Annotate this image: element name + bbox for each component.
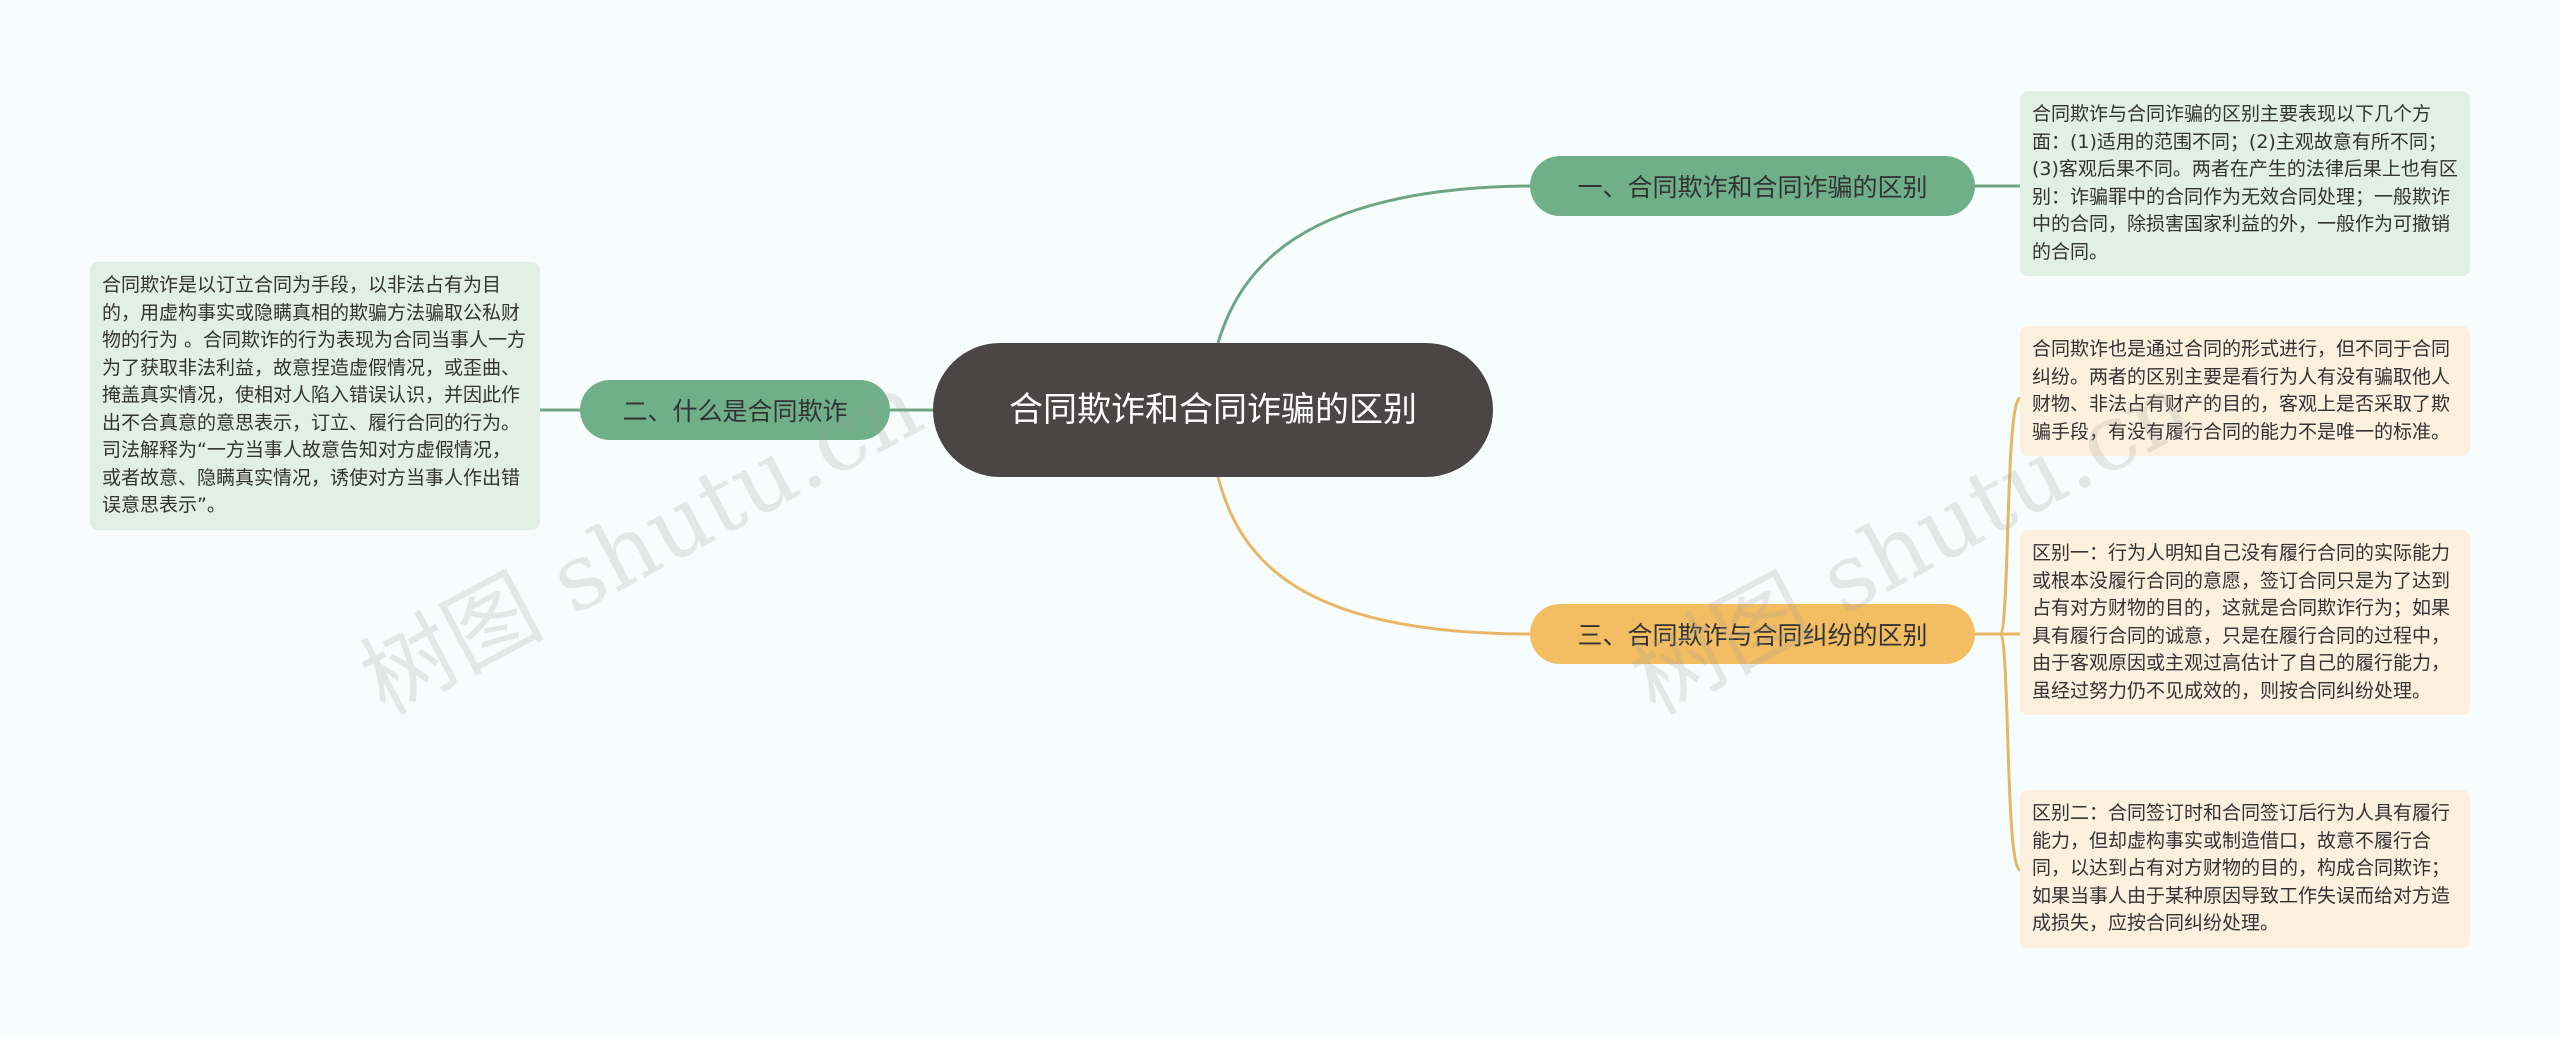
link-central-branch3 — [1216, 476, 1531, 636]
branch-2-leaf-1-text: 合同欺诈是以订立合同为手段，以非法占有为目的，用虚构事实或隐瞒真相的欺骗方法骗取… — [102, 274, 527, 516]
branch-2[interactable]: 二、什么是合同欺诈 — [580, 380, 890, 440]
branch-3-leaf-1[interactable]: 合同欺诈也是通过合同的形式进行，但不同于合同纠纷。两者的区别主要是看行为人有没有… — [2020, 326, 2470, 456]
link-branch3-leaf1 — [1975, 396, 2022, 636]
branch-3-leaf-2[interactable]: 区别一：行为人明知自己没有履行合同的实际能力或根本没履行合同的意愿，签订合同只是… — [2020, 530, 2470, 715]
branch-3-leaf-3-text: 区别二：合同签订时和合同签订后行为人具有履行能力，但却虚构事实或制造借口，故意不… — [2032, 802, 2451, 934]
branch-3-label: 三、合同欺诈与合同纠纷的区别 — [1577, 621, 1928, 650]
branch-2-leaf-1[interactable]: 合同欺诈是以订立合同为手段，以非法占有为目的，用虚构事实或隐瞒真相的欺骗方法骗取… — [90, 262, 540, 530]
branch-1-leaf-1-text: 合同欺诈与合同诈骗的区别主要表现以下几个方面：(1)适用的范围不同；(2)主观故… — [2032, 103, 2458, 263]
branch-3-leaf-2-text: 区别一：行为人明知自己没有履行合同的实际能力或根本没履行合同的意愿，签订合同只是… — [2032, 542, 2451, 702]
branch-3[interactable]: 三、合同欺诈与合同纠纷的区别 — [1530, 604, 1975, 664]
central-topic[interactable]: 合同欺诈和合同诈骗的区别 — [933, 343, 1493, 477]
branch-1-leaf-1[interactable]: 合同欺诈与合同诈骗的区别主要表现以下几个方面：(1)适用的范围不同；(2)主观故… — [2020, 91, 2470, 276]
link-central-branch1 — [1216, 184, 1531, 344]
branch-2-label: 二、什么是合同欺诈 — [622, 397, 848, 426]
branch-3-leaf-3[interactable]: 区别二：合同签订时和合同签订后行为人具有履行能力，但却虚构事实或制造借口，故意不… — [2020, 790, 2470, 948]
link-branch3-leaf3 — [1998, 632, 2022, 872]
branch-1-label: 一、合同欺诈和合同诈骗的区别 — [1577, 173, 1928, 202]
branch-3-leaf-1-text: 合同欺诈也是通过合同的形式进行，但不同于合同纠纷。两者的区别主要是看行为人有没有… — [2032, 338, 2451, 443]
branch-1[interactable]: 一、合同欺诈和合同诈骗的区别 — [1530, 156, 1975, 216]
central-topic-label: 合同欺诈和合同诈骗的区别 — [1009, 390, 1417, 430]
